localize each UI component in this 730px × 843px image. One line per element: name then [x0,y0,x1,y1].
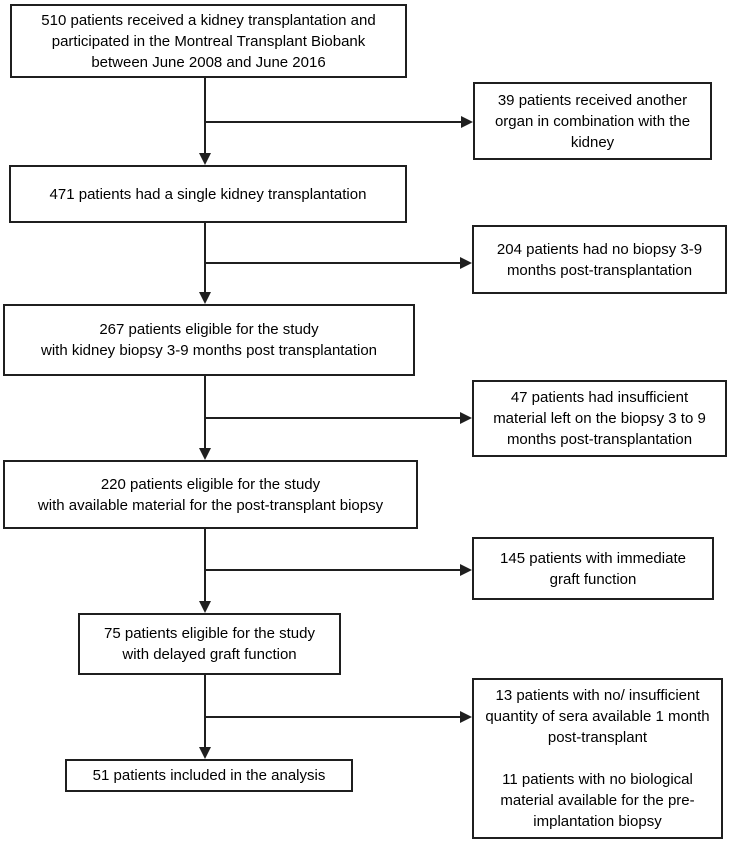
box-available-material: 220 patients eligible for the study with… [3,460,418,529]
box-excl-no-biopsy: 204 patients had no biopsy 3-9 months po… [472,225,727,294]
arrow-down-icon [199,747,211,759]
box-excl-no-sera-no-biological: 13 patients with no/ insufficient quanti… [472,678,723,839]
arrow-right-icon [460,257,472,269]
arrow-down-icon [199,153,211,165]
arrow-right-icon [460,711,472,723]
connector-main-1 [204,78,206,153]
arrow-right-icon [460,412,472,424]
connector-branch-2 [204,262,460,264]
connector-branch-1 [204,121,461,123]
box-eligible-with-biopsy: 267 patients eligible for the study with… [3,304,415,376]
connector-main-2 [204,223,206,293]
connector-main-4 [204,529,206,601]
arrow-down-icon [199,292,211,304]
connector-main-3 [204,376,206,448]
connector-main-5 [204,675,206,747]
arrow-down-icon [199,448,211,460]
box-single-kidney: 471 patients had a single kidney transpl… [9,165,407,223]
box-delayed-graft-function: 75 patients eligible for the study with … [78,613,341,675]
connector-branch-4 [204,569,460,571]
box-included-in-analysis: 51 patients included in the analysis [65,759,353,792]
box-excl-other-organ: 39 patients received another organ in co… [473,82,712,160]
box-excl-immediate-graft: 145 patients with immediate graft functi… [472,537,714,600]
arrow-right-icon [461,116,473,128]
arrow-right-icon [460,564,472,576]
connector-branch-5 [204,716,460,718]
box-transplant-cohort: 510 patients received a kidney transplan… [10,4,407,78]
box-excl-insufficient-material: 47 patients had insufficient material le… [472,380,727,457]
connector-branch-3 [204,417,460,419]
arrow-down-icon [199,601,211,613]
